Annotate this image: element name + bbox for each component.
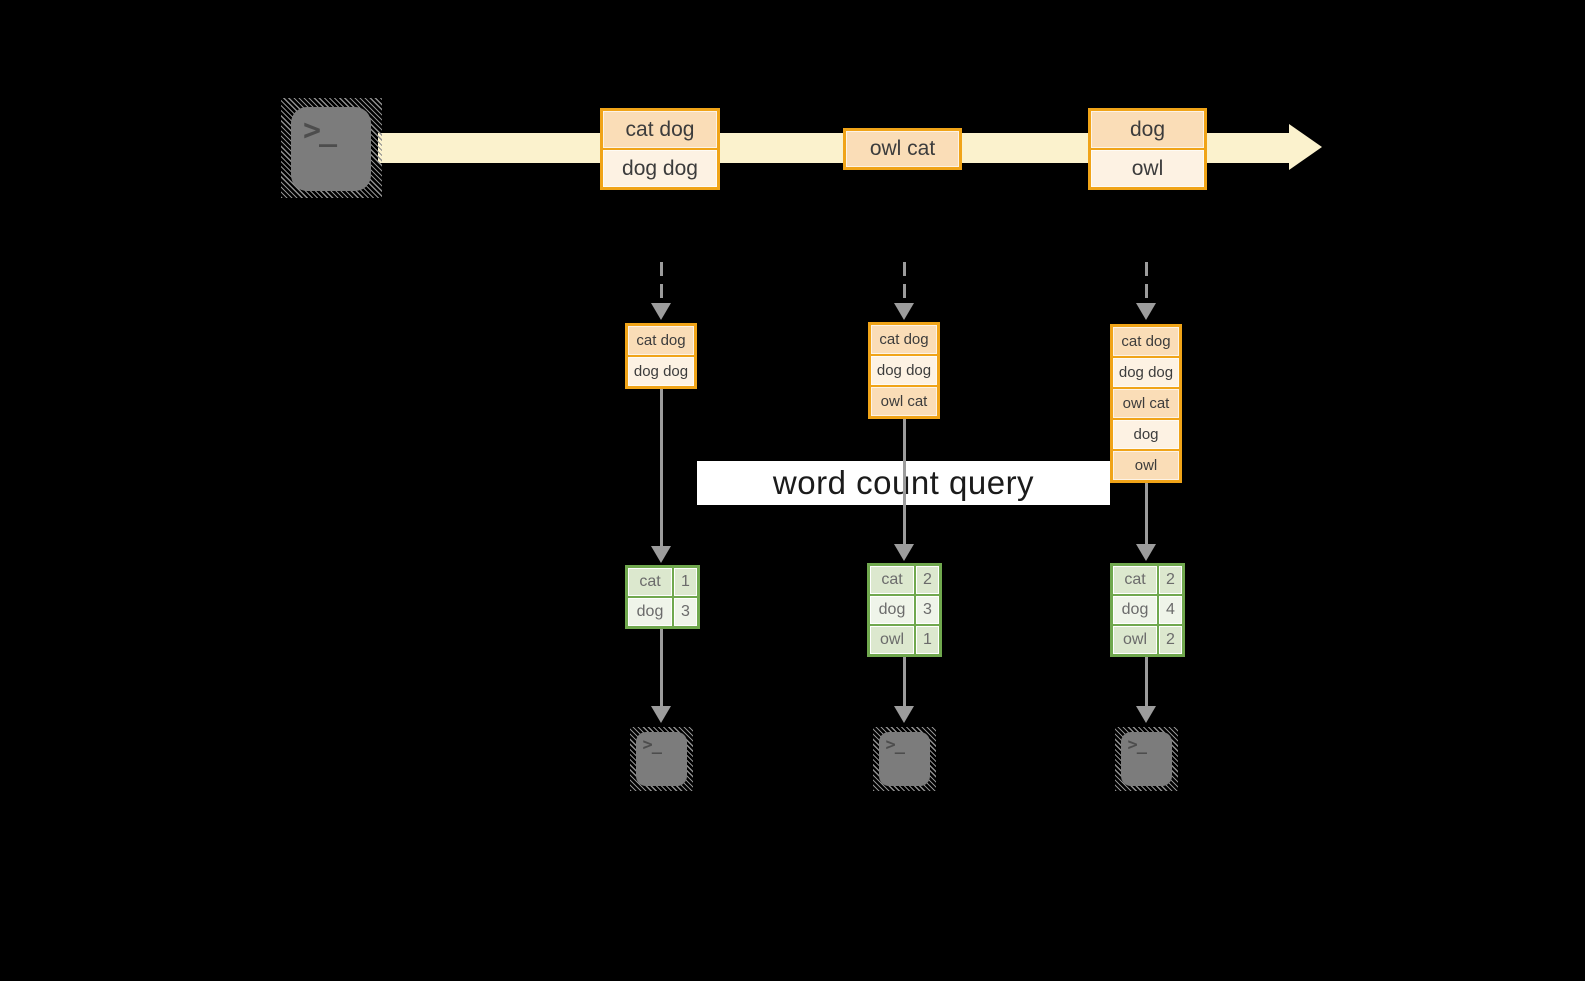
table-cell-word: owl (870, 626, 914, 654)
table-cell-word: dog (870, 596, 914, 624)
message-line: owl cat (846, 131, 959, 167)
buffer-cell: dog dog (1113, 358, 1179, 387)
table-cell-word: dog (628, 598, 672, 626)
terminal-screen: >_ (878, 732, 930, 786)
table-cell-word: owl (1113, 626, 1157, 654)
arrow-line (902, 657, 906, 706)
arrowhead-icon (894, 706, 914, 723)
terminal-prompt-glyph: >_ (303, 113, 337, 148)
message-line: dog dog (603, 150, 717, 187)
buffer-cell: owl cat (871, 387, 937, 416)
terminal-prompt-glyph: >_ (642, 735, 663, 755)
table-cell-count: 1 (916, 626, 939, 654)
message-line: cat dog (603, 111, 717, 148)
terminal-prompt-glyph: >_ (1127, 735, 1148, 755)
buffer-stack: cat dog dog dog owl cat dog owl (1110, 324, 1182, 483)
arrowhead-icon (894, 544, 914, 561)
source-terminal-icon: >_ (281, 98, 382, 198)
table-cell-count: 1 (674, 568, 697, 596)
stream-message-box: owl cat (843, 128, 962, 170)
terminal-screen: >_ (635, 732, 687, 786)
arrowhead-icon (651, 546, 671, 563)
message-line: dog (1091, 111, 1204, 148)
sink-terminal-icon: >_ (1114, 727, 1178, 791)
buffer-cell: cat dog (1113, 327, 1179, 356)
buffer-stack: cat dog dog dog (625, 323, 697, 389)
message-line: owl (1091, 150, 1204, 187)
table-cell-count: 3 (674, 598, 697, 626)
sink-terminal-icon: >_ (872, 727, 936, 791)
word-count-table: cat 2 dog 3 owl 1 (867, 563, 942, 657)
dashed-arrow-line (1144, 262, 1148, 304)
table-cell-word: cat (628, 568, 672, 596)
buffer-stack: cat dog dog dog owl cat (868, 322, 940, 419)
word-count-table: cat 2 dog 4 owl 2 (1110, 563, 1185, 657)
word-count-table: cat 1 dog 3 (625, 565, 700, 629)
buffer-cell: owl cat (1113, 389, 1179, 418)
table-cell-count: 3 (916, 596, 939, 624)
arrow-line (1144, 657, 1148, 706)
buffer-cell: dog (1113, 420, 1179, 449)
table-cell-count: 2 (916, 566, 939, 594)
stream-arrowhead-icon (1289, 124, 1322, 170)
terminal-screen: >_ (1120, 732, 1172, 786)
arrowhead-icon (1136, 544, 1156, 561)
table-cell-count: 2 (1159, 626, 1182, 654)
stream-message-box: cat dog dog dog (600, 108, 720, 190)
buffer-cell: dog dog (628, 357, 694, 386)
buffer-cell: owl (1113, 451, 1179, 480)
buffer-cell: dog dog (871, 356, 937, 385)
arrow-line (659, 389, 663, 546)
table-cell-word: cat (1113, 566, 1157, 594)
arrow-line (902, 419, 906, 544)
buffer-cell: cat dog (871, 325, 937, 354)
arrow-line (659, 629, 663, 706)
arrowhead-icon (1136, 706, 1156, 723)
dashed-arrowhead-icon (894, 303, 914, 320)
terminal-screen: >_ (291, 107, 371, 191)
arrow-line (1144, 483, 1148, 544)
table-cell-word: dog (1113, 596, 1157, 624)
dashed-arrow-line (902, 262, 906, 304)
stream-message-box: dog owl (1088, 108, 1207, 190)
terminal-prompt-glyph: >_ (885, 735, 906, 755)
table-cell-count: 4 (1159, 596, 1182, 624)
table-cell-word: cat (870, 566, 914, 594)
buffer-cell: cat dog (628, 326, 694, 355)
sink-terminal-icon: >_ (629, 727, 693, 791)
dashed-arrowhead-icon (1136, 303, 1156, 320)
arrowhead-icon (651, 706, 671, 723)
table-cell-count: 2 (1159, 566, 1182, 594)
dashed-arrow-line (659, 262, 663, 304)
dashed-arrowhead-icon (651, 303, 671, 320)
